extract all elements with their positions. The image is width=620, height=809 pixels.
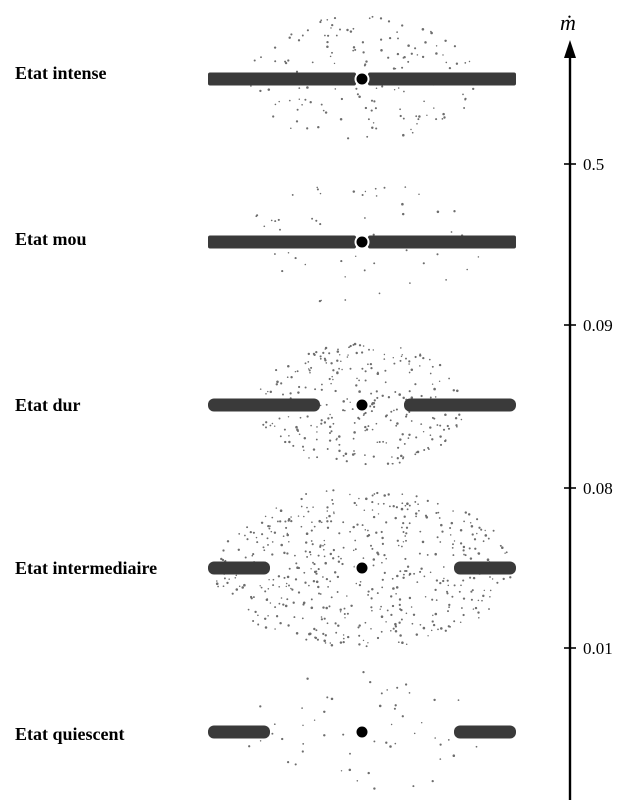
accretion-disk-left [208,72,356,86]
state-row-quiescent [208,670,516,790]
state-row-mou [208,186,516,303]
state-row-intermediaire [208,489,516,648]
axis-arrowhead [564,40,576,58]
accretion-disk-right [368,235,516,249]
corona-dots [248,670,478,790]
state-label-quiescent: Etat quiescent [15,724,125,744]
compact-object [354,724,370,740]
accretion-disk-right [454,725,516,739]
accretion-disk-left [208,398,320,412]
accretion-disk-left [208,725,270,739]
state-label-intermediaire: Etat intermediaire [15,558,158,578]
accretion-disk-right [368,72,516,86]
compact-object [354,560,370,576]
axis-tick-label-2: 0.08 [583,479,613,498]
accretion-disk-left [208,235,356,249]
state-label-dur: Etat dur [15,395,81,415]
axis-title-mdot: ṁ [560,10,576,35]
corona-dots [215,489,512,648]
accretion-disk-right [404,398,516,412]
accretion-disk-right [454,561,516,575]
compact-object [354,71,370,87]
compact-object [354,234,370,250]
state-row-intense [208,15,516,140]
accretion-disk-left [208,561,270,575]
state-label-intense: Etat intense [15,63,107,83]
axis-tick-label-0: 0.5 [583,155,605,174]
state-rows [208,15,516,790]
state-label-mou: Etat mou [15,229,87,249]
axis-tick-label-1: 0.09 [583,316,613,335]
mdot-axis [564,40,576,800]
axis-tick-label-3: 0.01 [583,639,613,658]
compact-object [354,397,370,413]
state-row-dur [208,342,516,466]
